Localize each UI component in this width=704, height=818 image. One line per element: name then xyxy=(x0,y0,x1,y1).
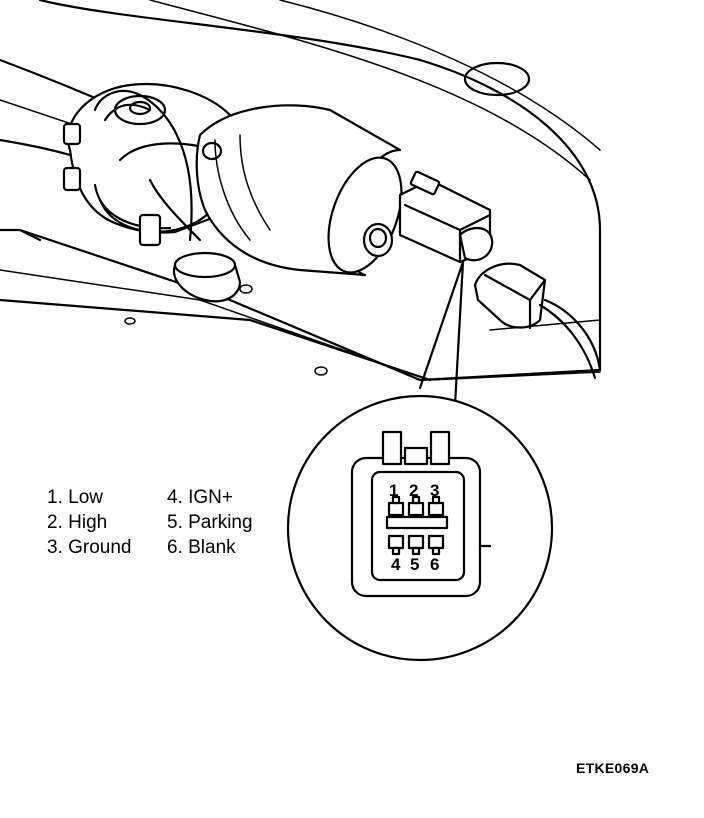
connector-detail-circle: 1 2 3 4 5 6 xyxy=(286,394,554,662)
pin-label: 1 xyxy=(389,481,398,500)
pin-label: 2 xyxy=(409,481,418,500)
pin-legend-right: 4. IGN+ 5. Parking 6. Blank xyxy=(167,485,253,560)
pin-label: 5 xyxy=(410,555,419,574)
pin-label: 4 xyxy=(391,555,401,574)
pin-legend-left: 1. Low 2. High 3. Ground xyxy=(47,485,132,560)
figure-code: ETKE069A xyxy=(576,760,650,776)
callout-leader xyxy=(418,260,465,390)
legend-item: 5. Parking xyxy=(167,512,253,533)
legend-item: 4. IGN+ xyxy=(167,487,233,508)
harness-connector xyxy=(473,262,602,380)
motor-connector xyxy=(398,170,494,264)
legend-item: 6. Blank xyxy=(167,537,236,558)
legend-item: 2. High xyxy=(47,512,108,533)
body-panel xyxy=(0,0,602,382)
legend-item: 3. Ground xyxy=(47,537,132,558)
pin-label: 3 xyxy=(430,481,439,500)
wiper-motor xyxy=(62,83,403,303)
callout-leader xyxy=(453,260,465,407)
panel-hole xyxy=(463,61,531,97)
legend-item: 1. Low xyxy=(47,487,103,508)
pin-label: 6 xyxy=(430,555,439,574)
